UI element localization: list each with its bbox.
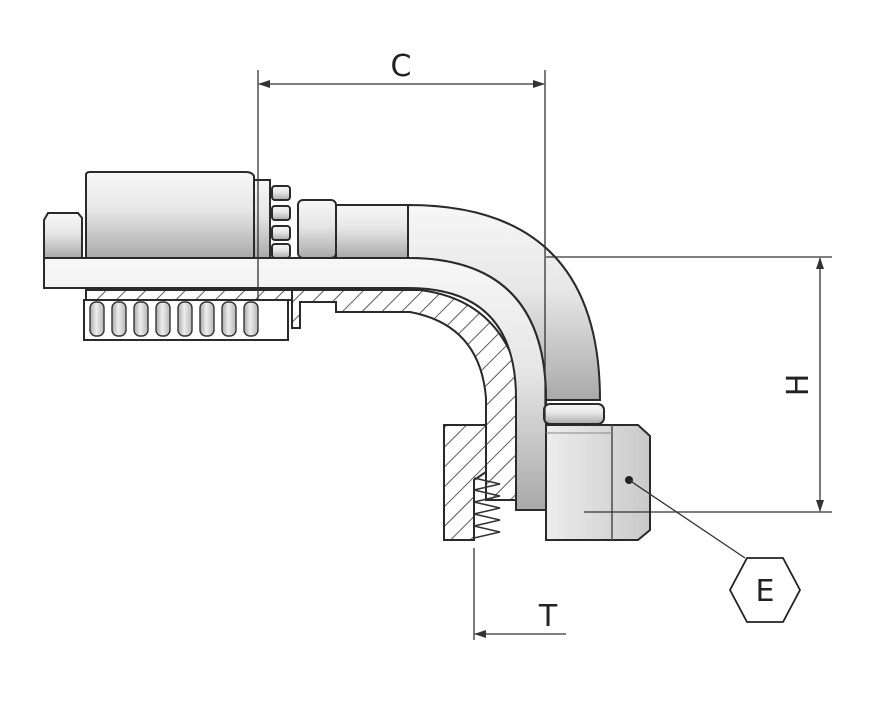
hexagon-icon: [728, 557, 802, 623]
nut-neck-ring: [543, 403, 605, 425]
dimension-t: T: [473, 548, 566, 640]
nipple-tip: [43, 212, 83, 259]
hose-ferrule: [43, 171, 337, 259]
serration-teeth: [89, 301, 259, 337]
nut-face: [545, 424, 651, 541]
nipple-collar: [297, 199, 337, 259]
dim-c-label: C: [391, 49, 412, 84]
tube-straight: [335, 204, 409, 259]
callout-e: E: [625, 476, 802, 623]
section-view: [83, 289, 521, 541]
dimension-h: H: [546, 256, 832, 513]
elbow-wall-hatch: [291, 289, 521, 501]
dim-h-label: H: [781, 374, 816, 397]
ferrule-wall-hatch: [85, 289, 293, 301]
ferrule-step: [253, 179, 271, 259]
callout-e-leader: [628, 479, 746, 559]
tube-bore: [43, 257, 547, 511]
female-thread: [473, 477, 501, 539]
nut-section-hatch: [443, 424, 487, 541]
elbow-tube: [43, 203, 605, 511]
swivel-hex-nut: [545, 424, 651, 541]
callout-e-label: E: [756, 574, 775, 609]
dim-t-label: T: [538, 599, 558, 634]
ferrule-body: [85, 171, 255, 259]
dimension-c: C: [257, 49, 546, 420]
retaining-ring: [271, 185, 291, 259]
